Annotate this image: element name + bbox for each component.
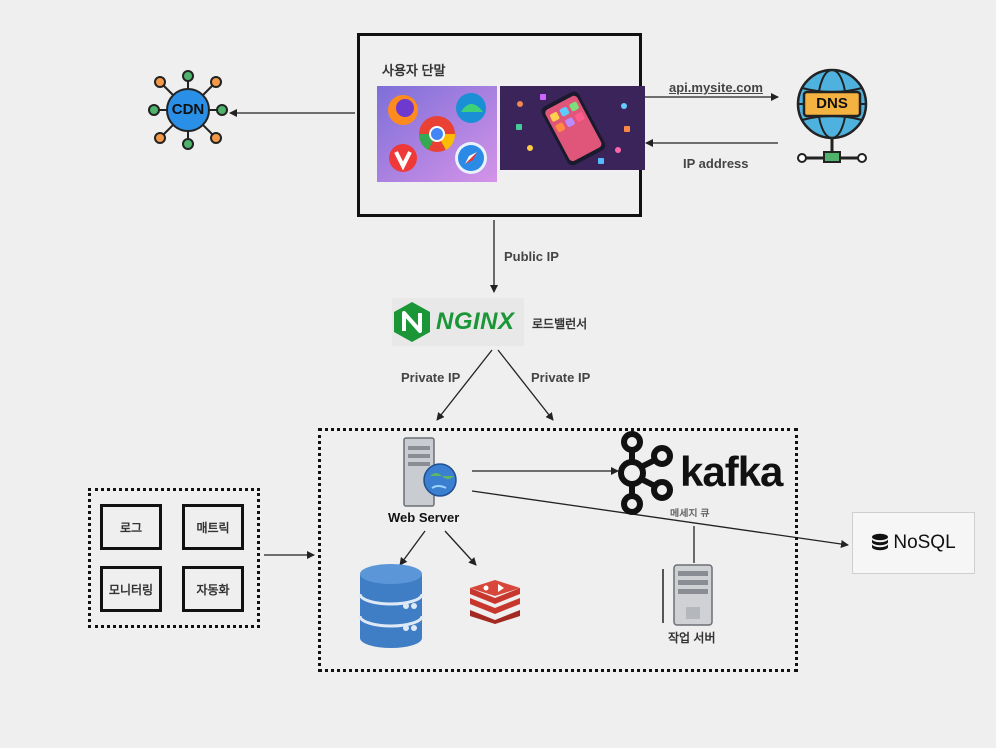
cdn-label: CDN (171, 101, 205, 118)
browser-icons-image (377, 86, 497, 182)
worker-server-icon (662, 564, 713, 626)
edge-lb-right (497, 349, 554, 421)
backend-cluster-boundary (318, 428, 798, 672)
nginx-hexagon-icon (394, 302, 430, 342)
ops-metrics: 매트릭 (182, 504, 244, 550)
ops-automation-label: 자동화 (196, 582, 230, 597)
kafka-caption: 메세지 큐 (670, 509, 710, 517)
nosql-node: NoSQL (852, 512, 975, 574)
edge-web-nosql (471, 490, 849, 548)
nginx-wordmark: NGINX (436, 308, 515, 335)
cdn-icon (148, 70, 228, 150)
database-icon (358, 564, 424, 648)
nosql-database-icon (872, 533, 889, 551)
client-title: 사용자 단말 (382, 63, 446, 78)
ops-logging: 로그 (100, 504, 162, 550)
edge-label-ip-address: IP address (683, 156, 749, 171)
redis-icon (470, 580, 520, 624)
web-server-icon (403, 437, 457, 507)
edge-web-redis (444, 530, 477, 566)
ops-monitoring-label: 모니터링 (108, 582, 154, 597)
ops-logging-label: 로그 (119, 520, 143, 535)
edge-label-api-domain: api.mysite.com (669, 80, 763, 95)
edge-web-db (399, 530, 426, 566)
kafka-logo-icon (618, 431, 673, 515)
ops-automation: 자동화 (182, 566, 244, 612)
ops-group-boundary (88, 488, 260, 628)
edge-lb-left (436, 349, 493, 421)
ops-monitoring: 모니터링 (100, 566, 162, 612)
client-device-box: 사용자 단말 (357, 33, 645, 217)
dns-label: DNS (816, 95, 848, 112)
worker-server-label: 작업 서버 (668, 631, 716, 645)
dns-globe-icon (796, 68, 868, 163)
edge-label-private-ip-left: Private IP (401, 370, 461, 385)
load-balancer-label: 로드밸런서 (532, 317, 588, 331)
smartphone-apps-image (500, 86, 645, 170)
edge-label-private-ip-right: Private IP (531, 370, 591, 385)
edge-label-public-ip: Public IP (504, 249, 559, 264)
ops-metrics-label: 매트릭 (196, 520, 230, 535)
nginx-logo: NGINX (392, 298, 524, 346)
kafka-wordmark: kafka (680, 448, 783, 495)
nosql-label: NoSQL (893, 532, 956, 553)
web-server-label: Web Server (388, 510, 460, 525)
